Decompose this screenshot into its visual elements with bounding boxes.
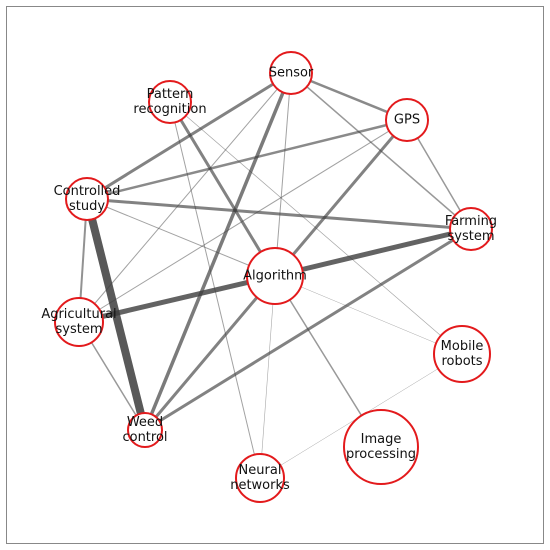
node-gps[interactable]: GPS <box>385 98 429 142</box>
node-label-weed-line-1: Weed <box>127 415 163 430</box>
node-label-neural-line-2: networks <box>230 478 290 493</box>
node-label-farming-line-2: system <box>448 229 495 244</box>
node-circle-algorithm <box>246 247 304 305</box>
node-label-agri-line-2: system <box>56 322 103 337</box>
edge-controlled-farming <box>85 197 473 231</box>
edge-algorithm-farming <box>272 226 474 279</box>
edge-controlled-algorithm <box>86 198 276 277</box>
edge-pattern-neural <box>169 101 261 479</box>
edge-pattern-mobile <box>169 101 463 355</box>
node-label-controlled-line-2: study <box>69 199 105 214</box>
node-circle-farming <box>449 207 493 251</box>
node-circle-weed <box>127 412 163 448</box>
edge-algorithm-mobile <box>274 275 463 355</box>
edge-agri-gps <box>78 119 408 323</box>
edge-controlled-gps <box>85 118 409 201</box>
edge-algorithm-weed <box>143 274 277 432</box>
node-circle-neural <box>235 453 285 503</box>
edge-algorithm-gps <box>273 118 409 278</box>
edge-sensor-farming <box>290 72 472 230</box>
node-label-pattern-line-1: Pattern <box>147 87 194 102</box>
edge-sensor-algorithm <box>274 72 292 277</box>
node-label-image-line-2: processing <box>346 447 416 462</box>
node-label-controlled-line-1: Controlled <box>54 184 121 199</box>
node-circle-controlled <box>65 177 109 221</box>
node-label-neural-line-1: Neural <box>239 463 282 478</box>
node-label-pattern-line-2: recognition <box>133 102 206 117</box>
node-label-mobile-line-1: Mobile <box>441 339 484 354</box>
edge-controlled-sensor <box>85 71 293 201</box>
node-label-gps: GPS <box>394 113 420 128</box>
edge-sensor-agri <box>78 72 292 323</box>
edge-pattern-algorithm <box>168 100 277 278</box>
node-label-sensor: Sensor <box>269 66 314 81</box>
node-circle-image <box>343 409 419 485</box>
node-label-image-line-1: Image <box>361 432 402 447</box>
node-label-algorithm: Algorithm <box>243 269 307 284</box>
node-algorithm[interactable]: Algorithm <box>243 247 307 305</box>
edges-layer <box>76 71 474 479</box>
node-label-agri-line-1: Agricultural <box>41 307 116 322</box>
node-circle-mobile <box>433 325 491 383</box>
node-circle-agri <box>54 297 104 347</box>
node-circle-gps <box>385 98 429 142</box>
edge-algorithm-neural <box>259 275 276 479</box>
node-circle-sensor <box>269 51 313 95</box>
node-label-weed-line-2: control <box>122 430 167 445</box>
edge-sensor-weed <box>143 71 293 432</box>
node-label-farming-line-1: Farming <box>445 214 497 229</box>
node-label-mobile-line-2: robots <box>441 354 482 369</box>
node-sensor[interactable]: Sensor <box>269 51 314 95</box>
edge-agri-algorithm <box>76 273 278 325</box>
node-circle-pattern <box>148 80 192 124</box>
